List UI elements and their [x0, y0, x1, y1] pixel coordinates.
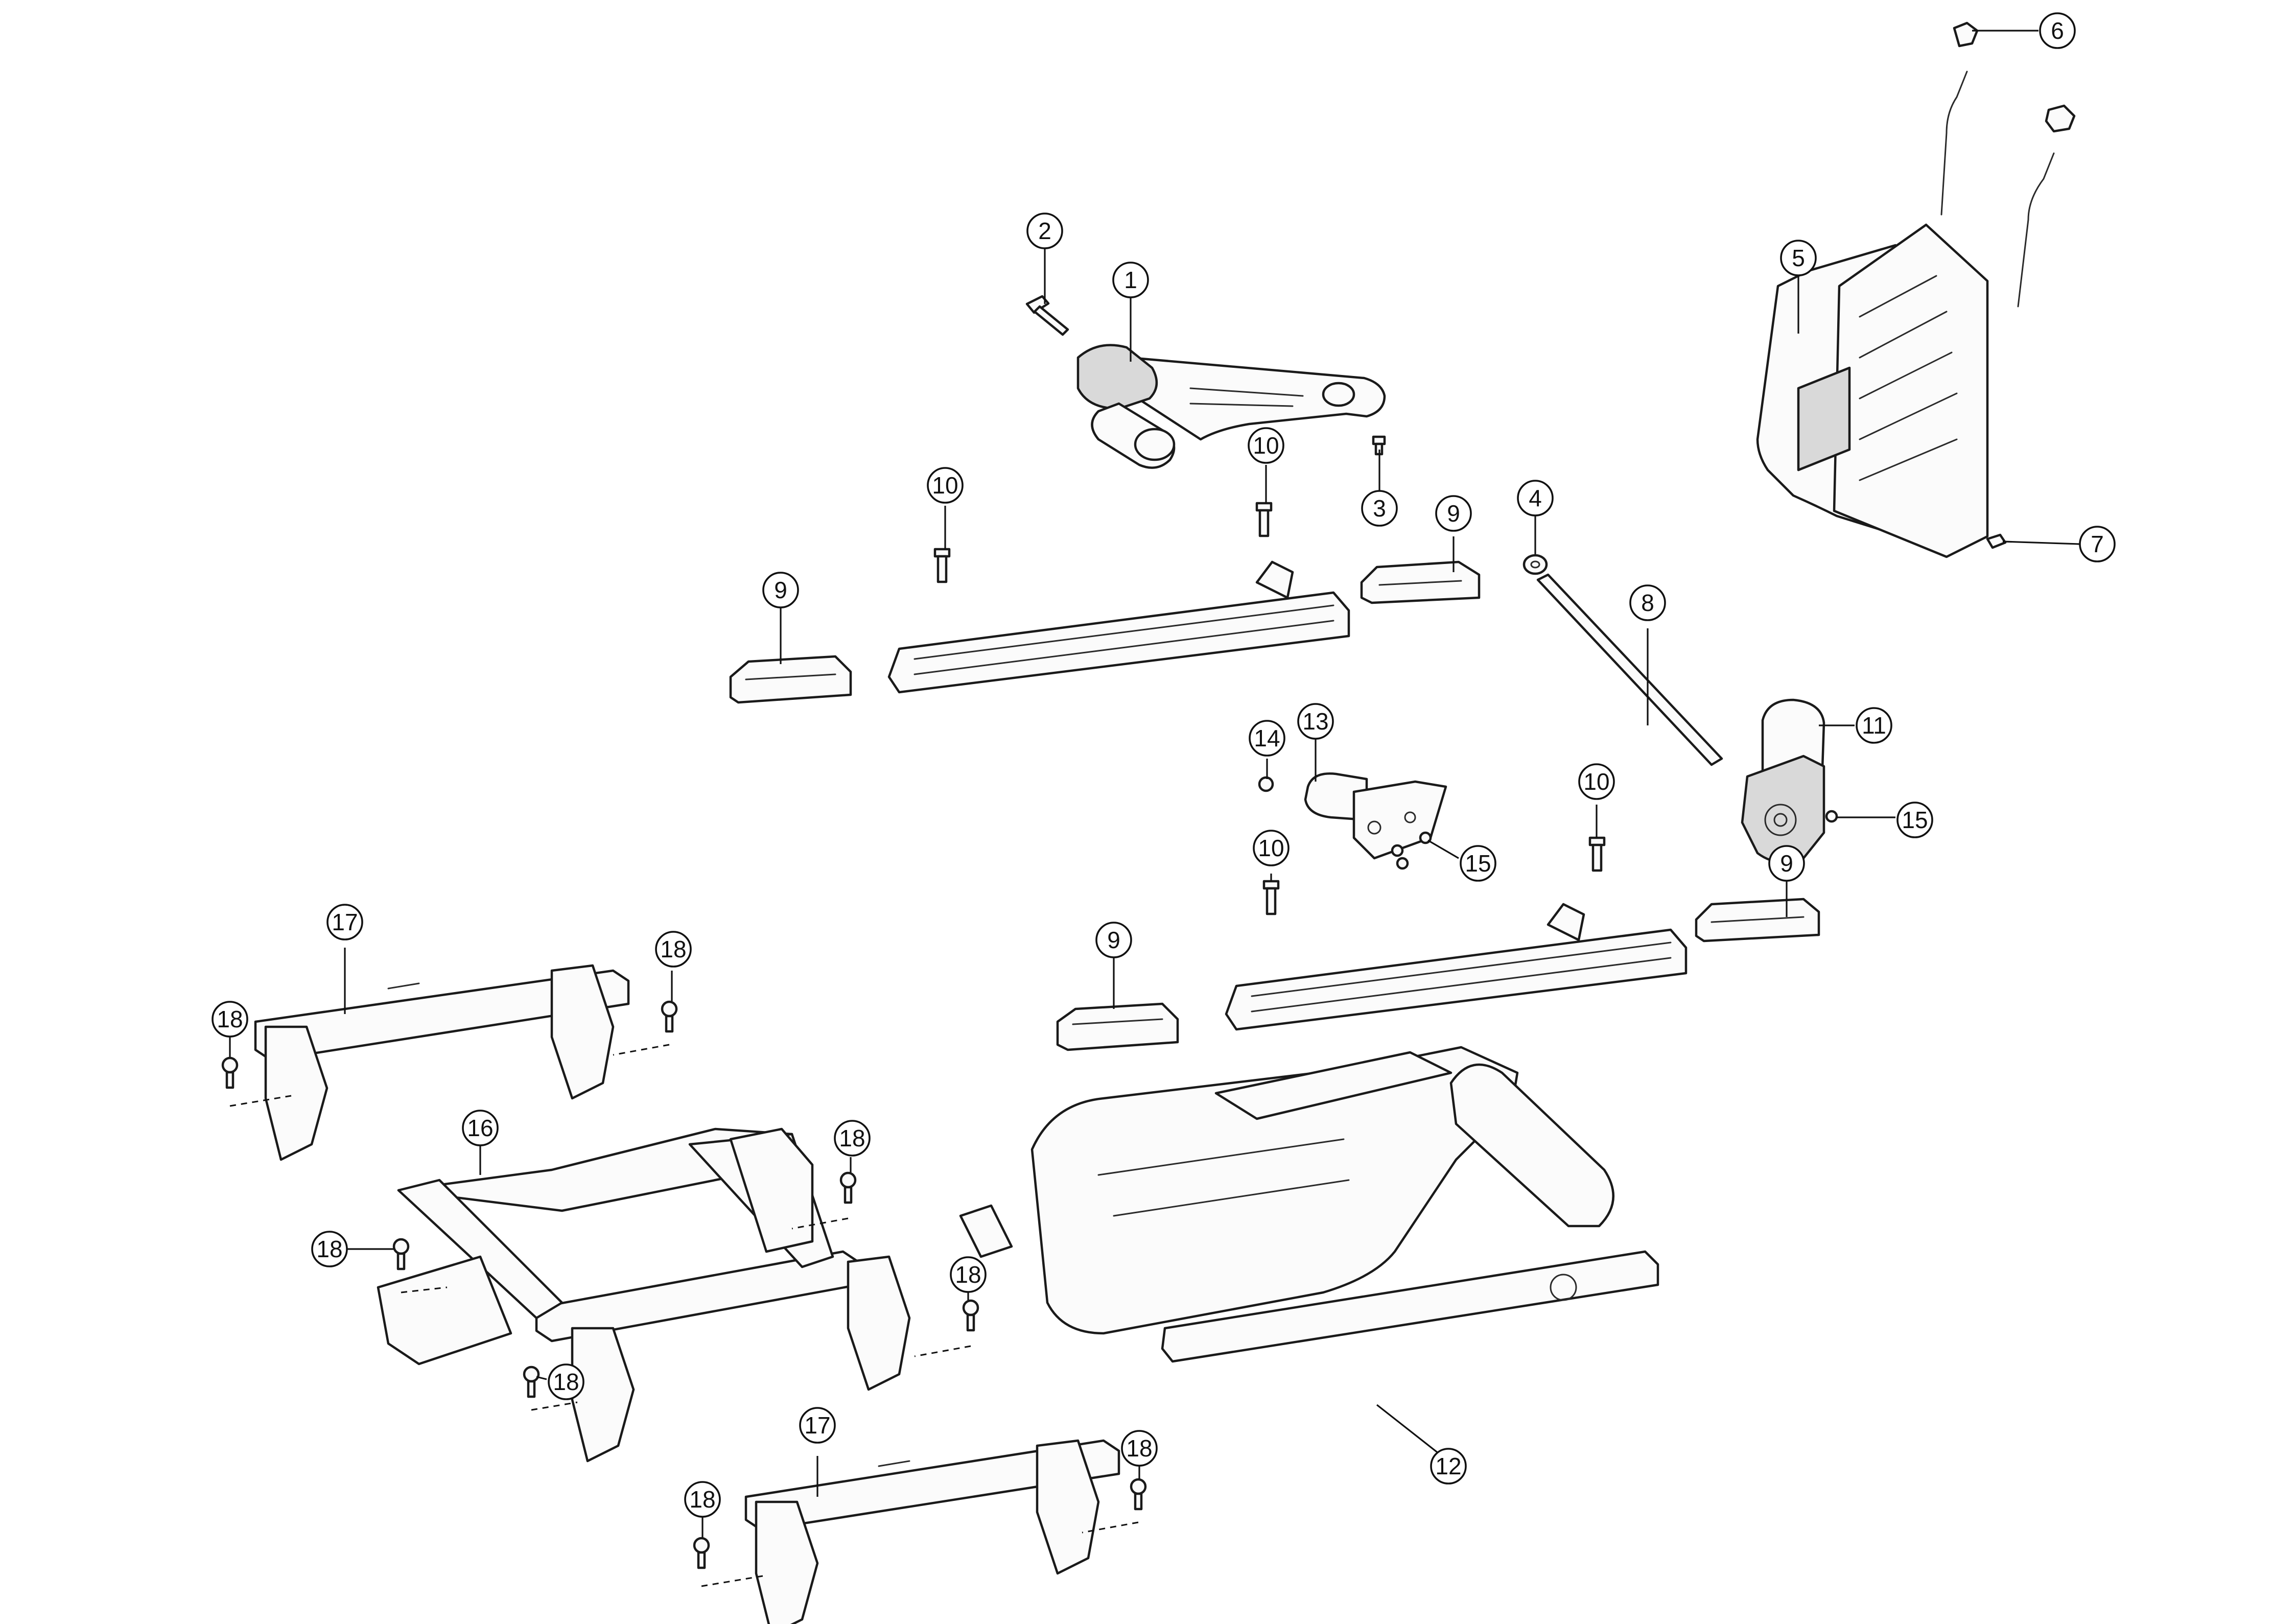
part-15-screw-right	[1825, 810, 1838, 823]
seat-rail-upper	[887, 560, 1350, 694]
part-17-crossmember-upper	[254, 964, 630, 1161]
part-8-rod	[1536, 573, 1723, 766]
svg-text:1: 1	[1124, 267, 1137, 293]
svg-text:18: 18	[553, 1369, 579, 1395]
part-4-washer	[1522, 554, 1548, 575]
callout-7: 7	[2079, 526, 2116, 562]
svg-text:7: 7	[2091, 531, 2104, 557]
svg-text:8: 8	[1641, 590, 1654, 616]
callout-9-lower-right: 9	[1768, 845, 1805, 882]
svg-text:18: 18	[689, 1486, 715, 1513]
callout-18-f: 18	[950, 1256, 987, 1293]
svg-text:17: 17	[332, 909, 358, 935]
part-2-bolt	[1025, 295, 1069, 336]
svg-text:10: 10	[1253, 432, 1279, 459]
part-11-motor	[1741, 698, 1825, 864]
callout-14: 14	[1249, 720, 1285, 757]
svg-text:5: 5	[1792, 245, 1805, 271]
part-6-clips	[1953, 21, 2076, 133]
svg-text:3: 3	[1373, 495, 1386, 522]
svg-text:11: 11	[1862, 712, 1886, 739]
svg-text:4: 4	[1529, 485, 1542, 511]
svg-text:17: 17	[804, 1412, 830, 1439]
callout-16: 16	[462, 1110, 499, 1146]
part-7-clip	[1986, 533, 2007, 549]
callout-18-c: 18	[311, 1231, 348, 1267]
part-5-lumbar-support	[1756, 70, 2055, 558]
callout-10-lower-left: 10	[1253, 830, 1290, 866]
svg-text:9: 9	[774, 577, 787, 603]
callout-15-right: 15	[1896, 802, 1933, 838]
callout-9-upper-right: 9	[1435, 495, 1472, 532]
part-15-screws-left	[1391, 831, 1432, 870]
part-12-seat-frame	[959, 1046, 1659, 1363]
part-9-slide-covers	[729, 560, 1820, 1051]
svg-text:10: 10	[932, 472, 958, 499]
callout-13: 13	[1297, 703, 1334, 740]
svg-text:9: 9	[1447, 500, 1460, 527]
svg-text:18: 18	[839, 1125, 865, 1151]
svg-text:10: 10	[1583, 768, 1609, 795]
callout-9-upper-left: 9	[762, 572, 799, 608]
callout-11: 11	[1856, 707, 1892, 744]
part-1-motor-arm	[1076, 344, 1386, 469]
callout-12: 12	[1430, 1448, 1467, 1485]
part-16-lower-frame	[377, 1127, 911, 1463]
bolt-alignment-lines	[229, 1044, 1139, 1587]
svg-text:12: 12	[1435, 1453, 1461, 1479]
part-13-motor	[1304, 772, 1447, 860]
callout-5: 5	[1780, 240, 1817, 276]
callout-10-upper-left: 10	[927, 467, 964, 504]
svg-text:6: 6	[2051, 17, 2064, 44]
seat-rail-lower	[1225, 903, 1688, 1031]
callout-1: 1	[1112, 262, 1149, 298]
callout-6: 6	[2039, 12, 2076, 49]
callout-15-left: 15	[1460, 845, 1496, 882]
svg-text:9: 9	[1107, 927, 1120, 953]
part-18-bolts	[221, 1000, 1147, 1569]
svg-text:14: 14	[1254, 725, 1280, 751]
callout-10-upper-right: 10	[1248, 427, 1284, 464]
svg-text:18: 18	[660, 936, 686, 962]
part-17-crossmember-lower	[744, 1439, 1120, 1624]
svg-text:16: 16	[467, 1115, 493, 1141]
callout-18-a: 18	[212, 1001, 248, 1038]
svg-text:10: 10	[1258, 835, 1284, 861]
callout-18-b: 18	[655, 931, 692, 968]
callout-2: 2	[1026, 213, 1063, 249]
callout-3: 3	[1361, 490, 1398, 527]
callout-18-h: 18	[1121, 1430, 1158, 1467]
svg-text:18: 18	[217, 1006, 243, 1032]
part-3-screw	[1372, 435, 1386, 456]
callout-18-e: 18	[548, 1363, 584, 1400]
callout-17-upper: 17	[326, 904, 363, 940]
callout-8: 8	[1629, 584, 1666, 621]
svg-text:15: 15	[1902, 807, 1928, 833]
svg-text:18: 18	[316, 1236, 342, 1262]
svg-text:2: 2	[1038, 218, 1051, 244]
part-14-screw	[1258, 776, 1274, 792]
svg-text:18: 18	[1126, 1435, 1152, 1462]
callout-17-lower: 17	[799, 1407, 836, 1444]
svg-text:9: 9	[1780, 850, 1793, 877]
callout-4: 4	[1517, 480, 1554, 516]
callout-18-g: 18	[684, 1481, 721, 1518]
svg-text:18: 18	[955, 1261, 981, 1288]
leader-lines	[229, 30, 2080, 1538]
callout-18-d: 18	[834, 1120, 871, 1157]
svg-text:15: 15	[1465, 850, 1491, 877]
callout-9-lower-left: 9	[1095, 922, 1132, 958]
svg-text:13: 13	[1302, 708, 1328, 735]
callout-10-lower-right: 10	[1578, 763, 1615, 800]
